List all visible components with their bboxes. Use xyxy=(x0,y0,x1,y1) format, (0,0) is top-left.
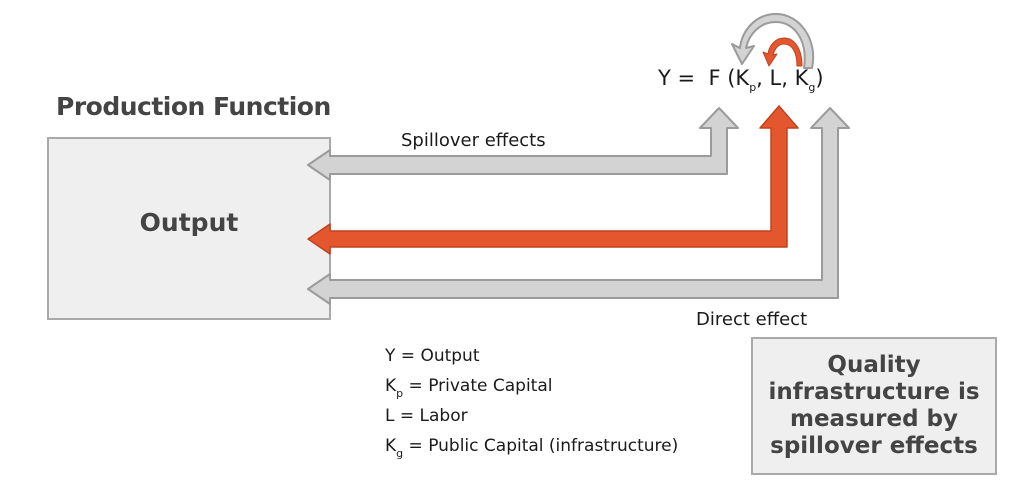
equation-kp-subscript: p xyxy=(749,81,757,94)
curved-spillover-arrow xyxy=(731,13,815,69)
variable-legend: Y = Output Kp = Private Capital L = Labo… xyxy=(385,345,678,465)
diagram-title: Production Function xyxy=(56,92,331,121)
legend-row-y: Y = Output xyxy=(385,346,480,366)
legend-row-kg: Kg = Public Capital (infrastructure) xyxy=(385,436,679,460)
callout-text: Quality infrastructure is measured by sp… xyxy=(768,352,980,459)
production-equation: Y = F (Kp, L, Kg) xyxy=(658,66,824,94)
equation-lhs: Y = xyxy=(658,66,696,90)
quality-infrastructure-callout: Quality infrastructure is measured by sp… xyxy=(751,337,997,475)
output-label: Output xyxy=(139,208,239,237)
legend-row-l: L = Labor xyxy=(385,406,468,426)
equation-mid: , L, K xyxy=(756,66,809,90)
spillover-arrow-top xyxy=(307,107,739,181)
labor-effect-arrow xyxy=(307,105,799,255)
equation-kg-subscript: g xyxy=(808,81,816,94)
curved-labor-arrow xyxy=(762,37,803,67)
direct-effect-label: Direct effect xyxy=(696,309,808,330)
direct-effect-arrow xyxy=(307,107,850,305)
legend-row-kp: Kp = Private Capital xyxy=(385,376,553,400)
equation-f-open: F (K xyxy=(708,66,750,90)
output-box xyxy=(47,137,331,320)
equation-close: ) xyxy=(815,66,824,90)
spillover-effects-label: Spillover effects xyxy=(401,130,546,151)
